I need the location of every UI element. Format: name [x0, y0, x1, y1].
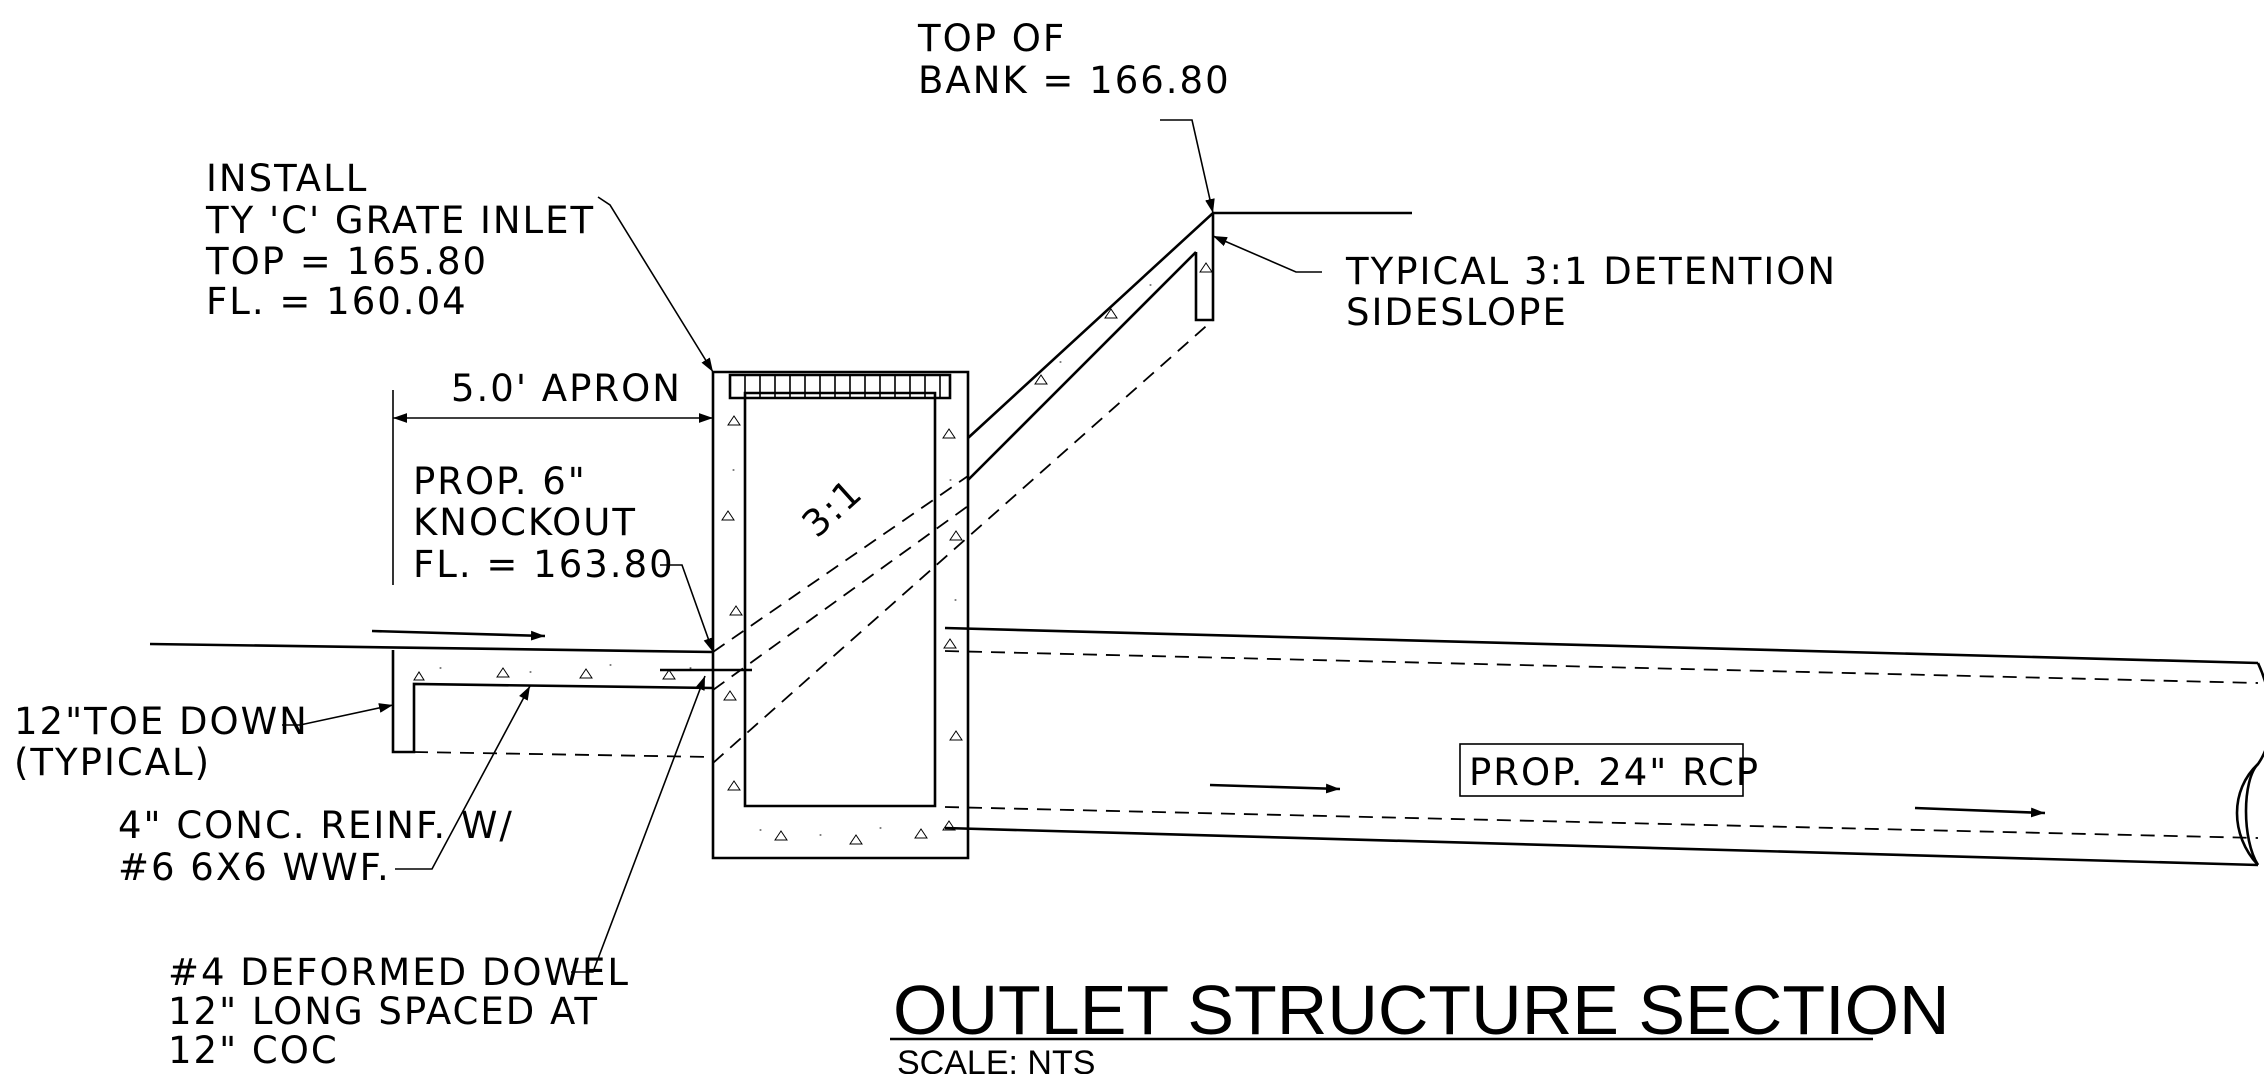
ground-and-apron — [149, 629, 752, 758]
leader-top-of-bank — [1160, 119, 1215, 214]
apron-dimension — [392, 390, 713, 585]
apron-subgrade-dashed — [413, 751, 714, 758]
dowel-label: #4 DEFORMED DOWEL 12" LONG SPACED AT 12"… — [168, 951, 644, 1072]
grate-bars — [744, 375, 941, 398]
leader-lines — [282, 119, 1322, 973]
leader-sideslope — [1212, 235, 1322, 273]
leader-conc-reinf — [395, 685, 531, 870]
sideslope-toe — [1194, 213, 1215, 322]
pipe-inner-top — [944, 650, 2259, 684]
apron-dimension-label: 5.0' APRON — [451, 367, 682, 410]
pipe-bottom-line — [944, 826, 2259, 867]
slope-dashed-1 — [712, 475, 969, 653]
pipe-break-symbol-2 — [2244, 763, 2260, 866]
toe-down-label: 12"TOE DOWN (TYPICAL) — [14, 700, 323, 784]
pipe-top-line — [944, 626, 2259, 665]
leader-knockout — [660, 564, 714, 653]
inlet-outer-wall — [711, 370, 970, 860]
drawing-title: OUTLET STRUCTURE SECTION — [893, 971, 1950, 1049]
sideslope — [712, 211, 1412, 764]
knockout-label: PROP. 6" KNOCKOUT FL. = 163.80 — [413, 460, 675, 586]
slope-dashed-2 — [712, 505, 969, 691]
leader-dowel — [571, 675, 706, 973]
pipe-inner-bottom — [944, 806, 2259, 839]
pipe-break-symbol — [2235, 662, 2264, 866]
inlet-inner-chamber — [743, 391, 937, 808]
annotations: TOP OF BANK = 166.80 INSTALL TY 'C' GRAT… — [14, 17, 1950, 1074]
pipe-label-box — [1459, 743, 1744, 797]
leader-toe-down — [282, 703, 394, 726]
inlet-structure — [711, 370, 970, 860]
scale-label: SCALE: NTS — [897, 1044, 1095, 1074]
conc-reinf-label: 4" CONC. REINF. W/ #6 6X6 WWF. — [118, 804, 528, 889]
pipe-label: PROP. 24" RCP — [1469, 751, 1760, 794]
leader-grate-inlet — [597, 196, 714, 373]
rcp-pipe — [944, 626, 2264, 867]
ground-line — [149, 642, 714, 654]
top-of-bank-label: TOP OF BANK = 166.80 — [917, 17, 1231, 102]
slope-dashed-3 — [712, 319, 1214, 764]
flow-arrow-pipe-1 — [1209, 783, 1341, 794]
slope-ratio-label: 3:1 — [794, 470, 871, 546]
grate — [728, 373, 952, 400]
apron-slab-outline — [391, 650, 714, 754]
flow-arrow-pipe-2 — [1914, 806, 2046, 818]
sideslope-slab-underside — [967, 251, 1197, 481]
sideslope-label: TYPICAL 3:1 DETENTION SIDESLOPE — [1345, 250, 1851, 334]
grate-inlet-label: INSTALL TY 'C' GRATE INLET TOP = 165.80 … — [205, 157, 609, 323]
flow-arrow-apron — [371, 629, 546, 641]
concrete-aggregate-texture — [413, 262, 1213, 845]
